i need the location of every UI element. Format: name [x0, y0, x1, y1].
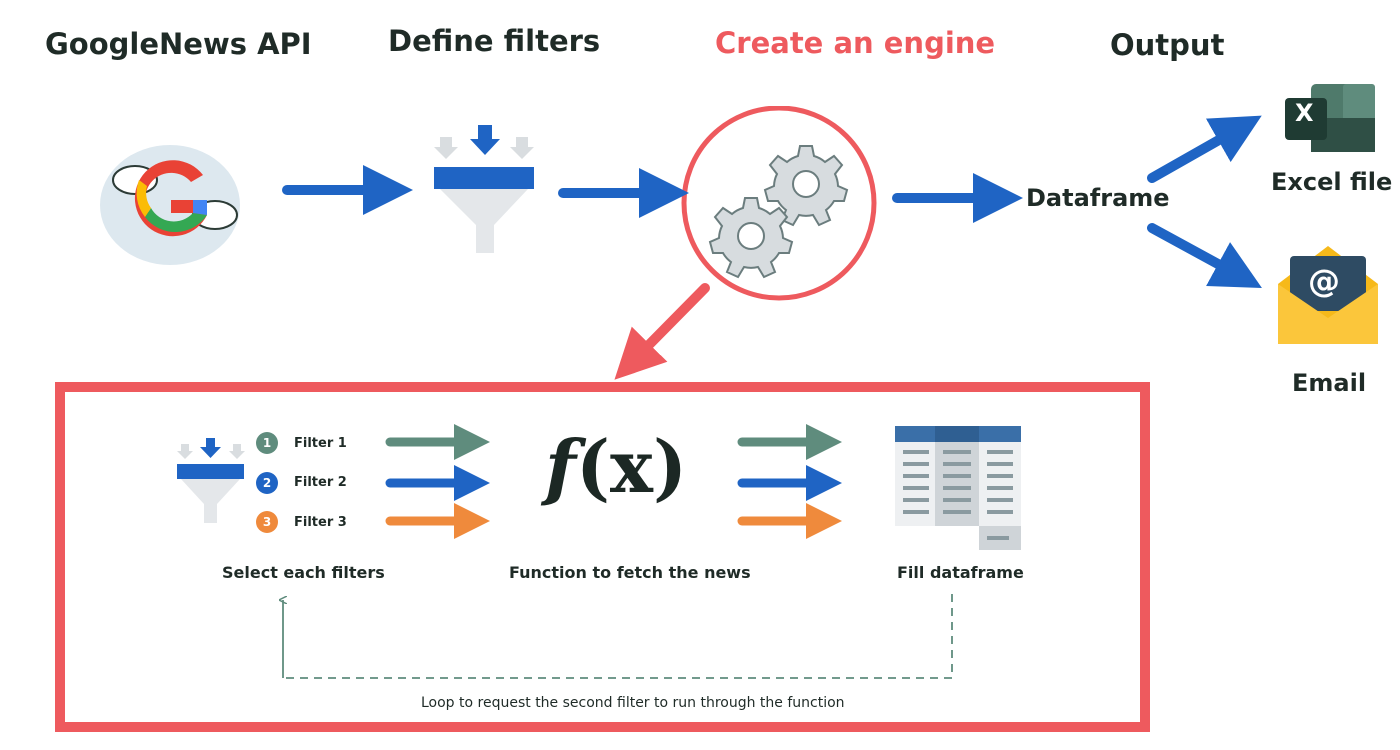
- filter-2-label: Filter 2: [294, 475, 347, 490]
- function-label: Function to fetch the news: [509, 563, 751, 582]
- excel-icon: [1285, 84, 1375, 152]
- fill-dataframe-label: Fill dataframe: [897, 563, 1024, 582]
- filter-3-label: Filter 3: [294, 515, 347, 530]
- arrow-dataframe-to-email: [1147, 223, 1262, 288]
- excel-file-label: Excel file: [1271, 168, 1393, 196]
- step-title-googlenews-api: GoogleNews API: [45, 27, 312, 61]
- step-title-create-engine: Create an engine: [715, 26, 996, 60]
- filter-1-number-badge: 1: [256, 432, 278, 454]
- loop-arrow: [283, 594, 953, 679]
- arrow-dataframe-to-excel: [1147, 115, 1262, 183]
- email-label: Email: [1292, 369, 1367, 397]
- google-cloud-icon: [100, 145, 240, 265]
- loop-caption: Loop to request the second filter to run…: [421, 695, 845, 711]
- select-filters-label: Select each filters: [222, 563, 385, 582]
- dataframe-table-icon: [895, 426, 1021, 550]
- engine-detail-frame: [55, 382, 1150, 732]
- step-title-output: Output: [1110, 28, 1225, 62]
- email-icon: [1278, 246, 1378, 344]
- engine-gears-icon: [681, 106, 877, 301]
- funnel-icon: [434, 125, 534, 253]
- function-symbol: f(x): [545, 424, 687, 509]
- step-title-define-filters: Define filters: [388, 24, 601, 58]
- filter-3-number-badge: 3: [256, 511, 278, 533]
- dataframe-label: Dataframe: [1026, 184, 1170, 212]
- function-symbol-f: f: [545, 424, 576, 509]
- email-icon-at: @: [1308, 262, 1340, 300]
- filter-funnel-icon: [177, 438, 245, 523]
- excel-icon-letter: X: [1295, 99, 1314, 127]
- filter-1-label: Filter 1: [294, 436, 347, 451]
- filter-2-number-badge: 2: [256, 472, 278, 494]
- function-symbol-args: (x): [575, 424, 688, 509]
- arrow-engine-to-detail: [614, 283, 710, 380]
